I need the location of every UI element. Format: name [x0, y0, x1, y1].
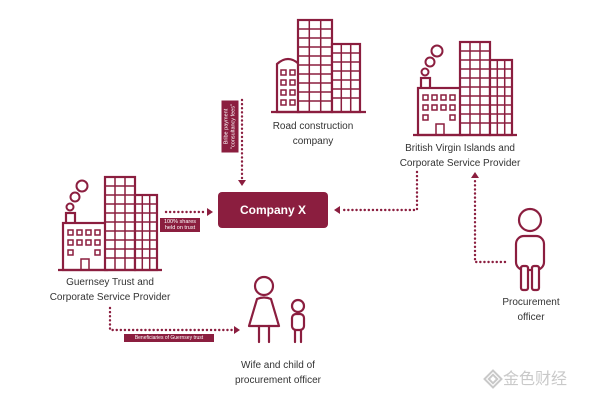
- beneficiaries-tag-label: Beneficiaries of Guernsey trust: [134, 335, 204, 341]
- road-construction-label-line: Road construction: [272, 121, 354, 132]
- company-x-box: Company X: [218, 192, 328, 228]
- arrowhead-beneficiaries: [234, 326, 240, 334]
- edge-beneficiaries: [108, 306, 234, 332]
- guernsey-label: Guernsey Trust and Corporate Service Pro…: [35, 275, 185, 305]
- bvi-building-icon: [411, 40, 519, 137]
- beneficiaries-tag: Beneficiaries of Guernsey trust: [124, 334, 214, 342]
- road-construction-building-icon: [271, 18, 366, 114]
- arrowhead-procurement: [471, 172, 479, 178]
- procurement-officer-label: Procurement officer: [481, 295, 581, 325]
- edge-procurement-to-bvi: [473, 178, 507, 264]
- bribe-payment-tag: Bribe payment "consultancy fees": [221, 100, 239, 153]
- bvi-label-line: British Virgin Islands and: [405, 143, 515, 154]
- edge-bvi-to-company: [340, 170, 419, 212]
- watermark-logo-icon: [483, 369, 503, 389]
- road-construction-label: Road construction company: [243, 119, 383, 149]
- woman-icon: [247, 275, 281, 344]
- arrowhead-shares: [207, 208, 213, 216]
- child-icon: [290, 298, 306, 344]
- wife-child-label-line: procurement officer: [235, 375, 321, 386]
- bribe-payment-tag-line: "consultancy fees": [230, 104, 236, 149]
- road-construction-label-line: company: [292, 136, 334, 147]
- arrowhead-bribe: [238, 180, 246, 186]
- arrowhead-bvi: [334, 206, 340, 214]
- shares-tag-line: 100% shares: [163, 218, 197, 225]
- shares-tag: 100% shares held on trust: [160, 218, 200, 232]
- person-icon: [514, 207, 546, 292]
- shares-tag-line: held on trust: [164, 225, 196, 231]
- guernsey-label-line: Corporate Service Provider: [49, 292, 171, 303]
- bvi-label-line: Corporate Service Provider: [399, 158, 521, 169]
- wife-child-label-line: Wife and child of: [241, 360, 315, 371]
- bvi-label: British Virgin Islands and Corporate Ser…: [385, 141, 535, 171]
- guernsey-label-line: Guernsey Trust and: [66, 277, 154, 288]
- procurement-officer-label-line: officer: [517, 312, 545, 323]
- guernsey-building-icon: [56, 175, 164, 272]
- procurement-officer-label-line: Procurement: [502, 297, 560, 308]
- company-x-label: Company X: [239, 203, 306, 217]
- wife-child-label: Wife and child of procurement officer: [208, 358, 348, 388]
- watermark-text: 金色财经: [503, 369, 568, 388]
